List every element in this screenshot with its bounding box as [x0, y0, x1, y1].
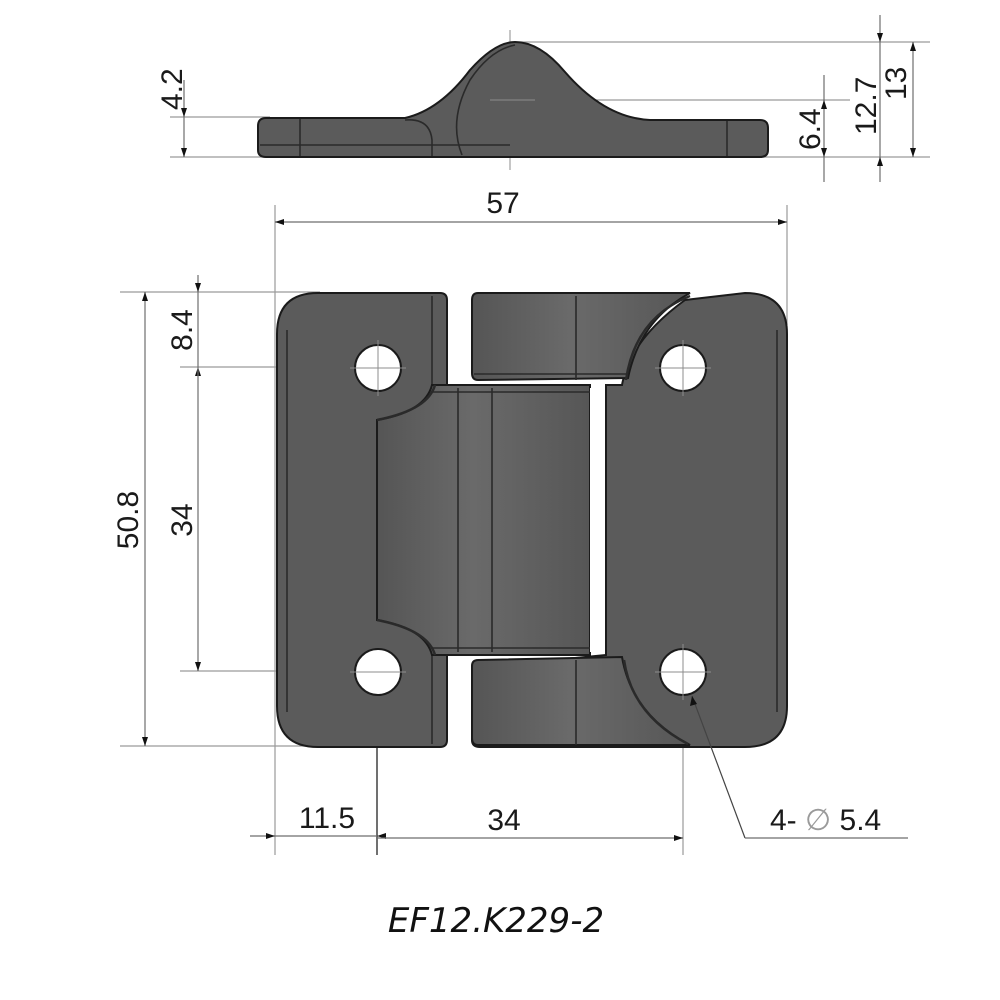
dim-hole-horizontal-spacing: 34 — [487, 804, 520, 837]
dim-pin-center-height: 6.4 — [794, 108, 827, 150]
dim-hole-top-offset: 8.4 — [166, 309, 199, 351]
hole-diameter: 5.4 — [840, 804, 882, 837]
dim-knuckle-height: 12.7 — [850, 77, 883, 135]
hole-count: 4- — [770, 804, 797, 837]
left-leaf — [276, 292, 448, 748]
dim-plate-thickness: 4.2 — [156, 68, 189, 110]
diameter-symbol: ∅ — [805, 804, 831, 837]
dim-hole-side-offset: 11.5 — [299, 802, 355, 835]
side-view: 4.2 6.4 12.7 13 — [156, 15, 930, 182]
dim-overall-height-front: 50.8 — [112, 491, 145, 549]
hole-callout: 4- ∅ 5.4 — [770, 804, 881, 837]
dim-overall-height-side: 13 — [880, 67, 913, 100]
front-view: 57 50.8 8.4 34 11.5 34 4- ∅ 5.4 — [112, 187, 908, 855]
barrel-gap — [590, 388, 606, 652]
dim-overall-width: 57 — [486, 187, 519, 220]
dim-hole-vertical-spacing: 34 — [166, 503, 199, 536]
part-number-caption: EF12.K229-2 — [388, 901, 604, 941]
center-knuckle — [376, 384, 591, 656]
top-knuckle — [471, 292, 691, 382]
right-leaf — [471, 291, 788, 748]
